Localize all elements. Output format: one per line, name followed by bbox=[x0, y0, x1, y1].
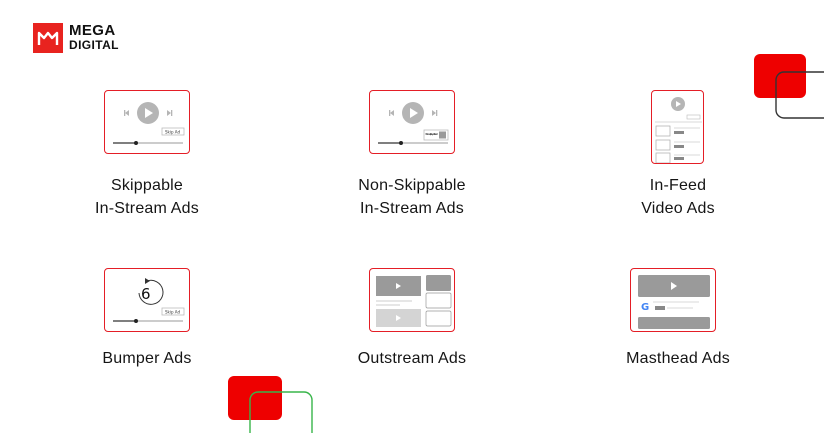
google-g-icon: G bbox=[641, 302, 649, 313]
outstream-label: Outstream Ads bbox=[357, 350, 467, 367]
in-feed-video-icon bbox=[655, 97, 702, 163]
brand-wordmark: MEGA DIGITAL bbox=[69, 22, 119, 52]
decorative-red-green-squares bbox=[228, 376, 313, 433]
non-skippable-ad-card: Video will play after ad bbox=[369, 90, 455, 154]
bumper-video-icon: 6 Skip Ad bbox=[113, 278, 185, 323]
skippable-ad-card: Skip Ad bbox=[104, 90, 190, 154]
in-feed-ad-card bbox=[651, 90, 704, 164]
brand-line2: DIGITAL bbox=[69, 38, 119, 52]
brand-logo: MEGA DIGITAL bbox=[33, 22, 119, 54]
bumper-label: Bumper Ads bbox=[102, 350, 192, 367]
brand-line1: MEGA bbox=[69, 22, 116, 39]
bumper-ad-card: 6 Skip Ad bbox=[104, 268, 190, 332]
countdown-text: Video will play after ad bbox=[425, 132, 438, 136]
bumper-skip-text: Skip Ad bbox=[165, 310, 180, 315]
masthead-label: Masthead Ads bbox=[626, 350, 730, 367]
outstream-ad-card bbox=[369, 268, 455, 332]
skippable-video-icon: Skip Ad bbox=[113, 102, 185, 145]
outstream-video-icon bbox=[376, 275, 452, 327]
masthead-video-icon: G bbox=[638, 275, 710, 329]
skip-ad-text: Skip Ad bbox=[165, 130, 180, 135]
decorative-red-square bbox=[754, 54, 824, 119]
masthead-ad-card: G bbox=[630, 268, 716, 332]
bumper-countdown: 6 bbox=[141, 285, 151, 303]
non-skippable-video-icon: Video will play after ad bbox=[378, 102, 449, 145]
logo-mark-icon bbox=[33, 23, 63, 53]
